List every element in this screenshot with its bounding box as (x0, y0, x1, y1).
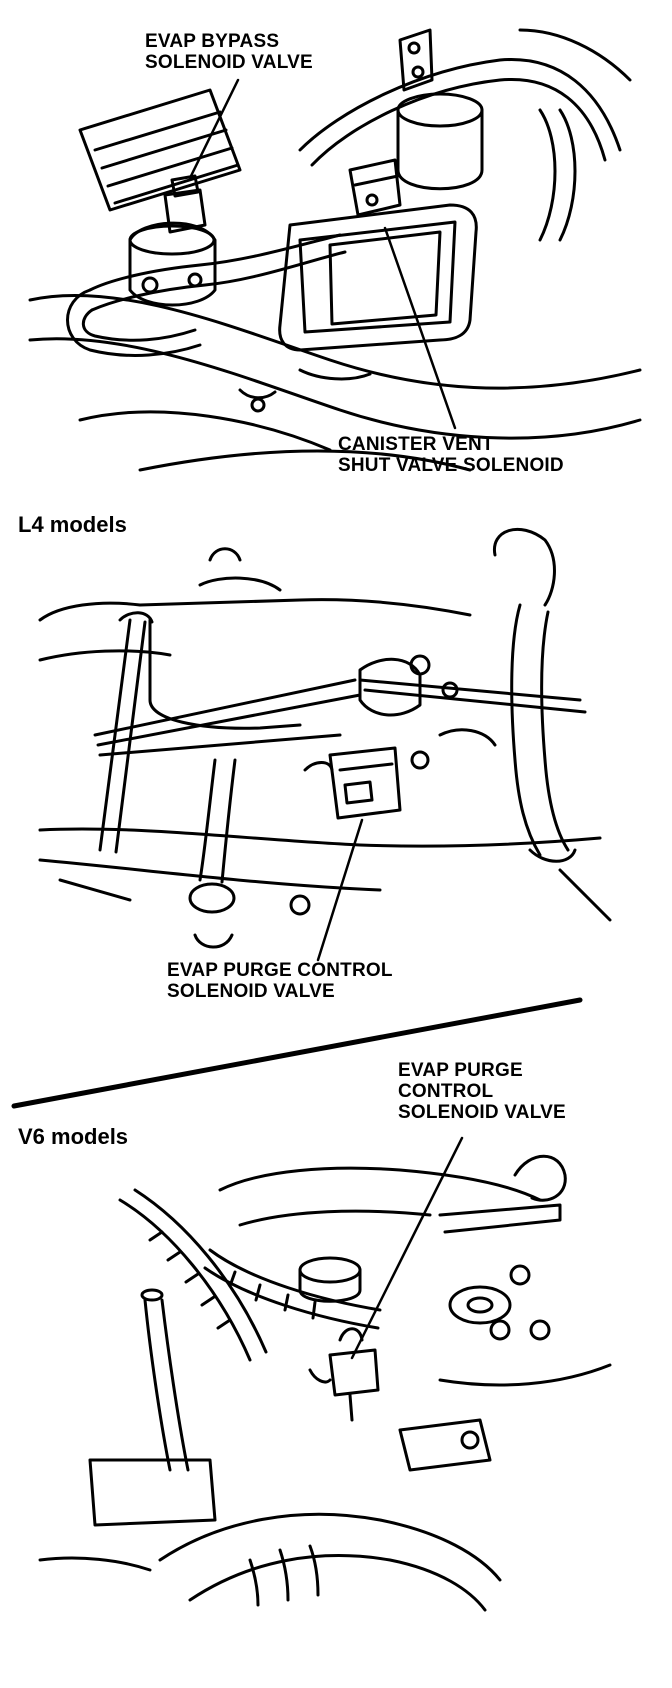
label-canister-vent-line2: SHUT VALVE SOLENOID (338, 455, 564, 476)
label-v6-purge-line2: CONTROL (398, 1081, 494, 1102)
label-l4-purge-line1: EVAP PURGE CONTROL (167, 960, 393, 981)
heading-l4-models: L4 models (18, 512, 127, 537)
heading-v6-models: V6 models (18, 1124, 129, 1149)
label-canister-vent-line1: CANISTER VENT (338, 434, 494, 455)
v6-panel-illustration (38, 1154, 612, 1612)
vent-shut-valve-leader (383, 226, 457, 430)
v6-panel-leaders (350, 1136, 464, 1360)
label-v6-purge-line1: EVAP PURGE (398, 1060, 523, 1081)
l4-panel-leaders (316, 818, 364, 962)
label-evap-bypass-line1: EVAP BYPASS (145, 31, 280, 52)
top-panel-leaders (188, 78, 457, 430)
bypass-valve-leader (188, 78, 240, 180)
top-panel-illustration (28, 28, 642, 472)
v6-purge-valve-leader (350, 1136, 464, 1360)
l4-panel-illustration (38, 527, 612, 949)
label-v6-purge-line3: SOLENOID VALVE (398, 1102, 566, 1123)
label-l4-purge-line2: SOLENOID VALVE (167, 981, 335, 1002)
l4-purge-valve-leader (316, 818, 364, 962)
label-evap-bypass-line2: SOLENOID VALVE (145, 52, 313, 73)
section-divider (11, 997, 583, 1109)
